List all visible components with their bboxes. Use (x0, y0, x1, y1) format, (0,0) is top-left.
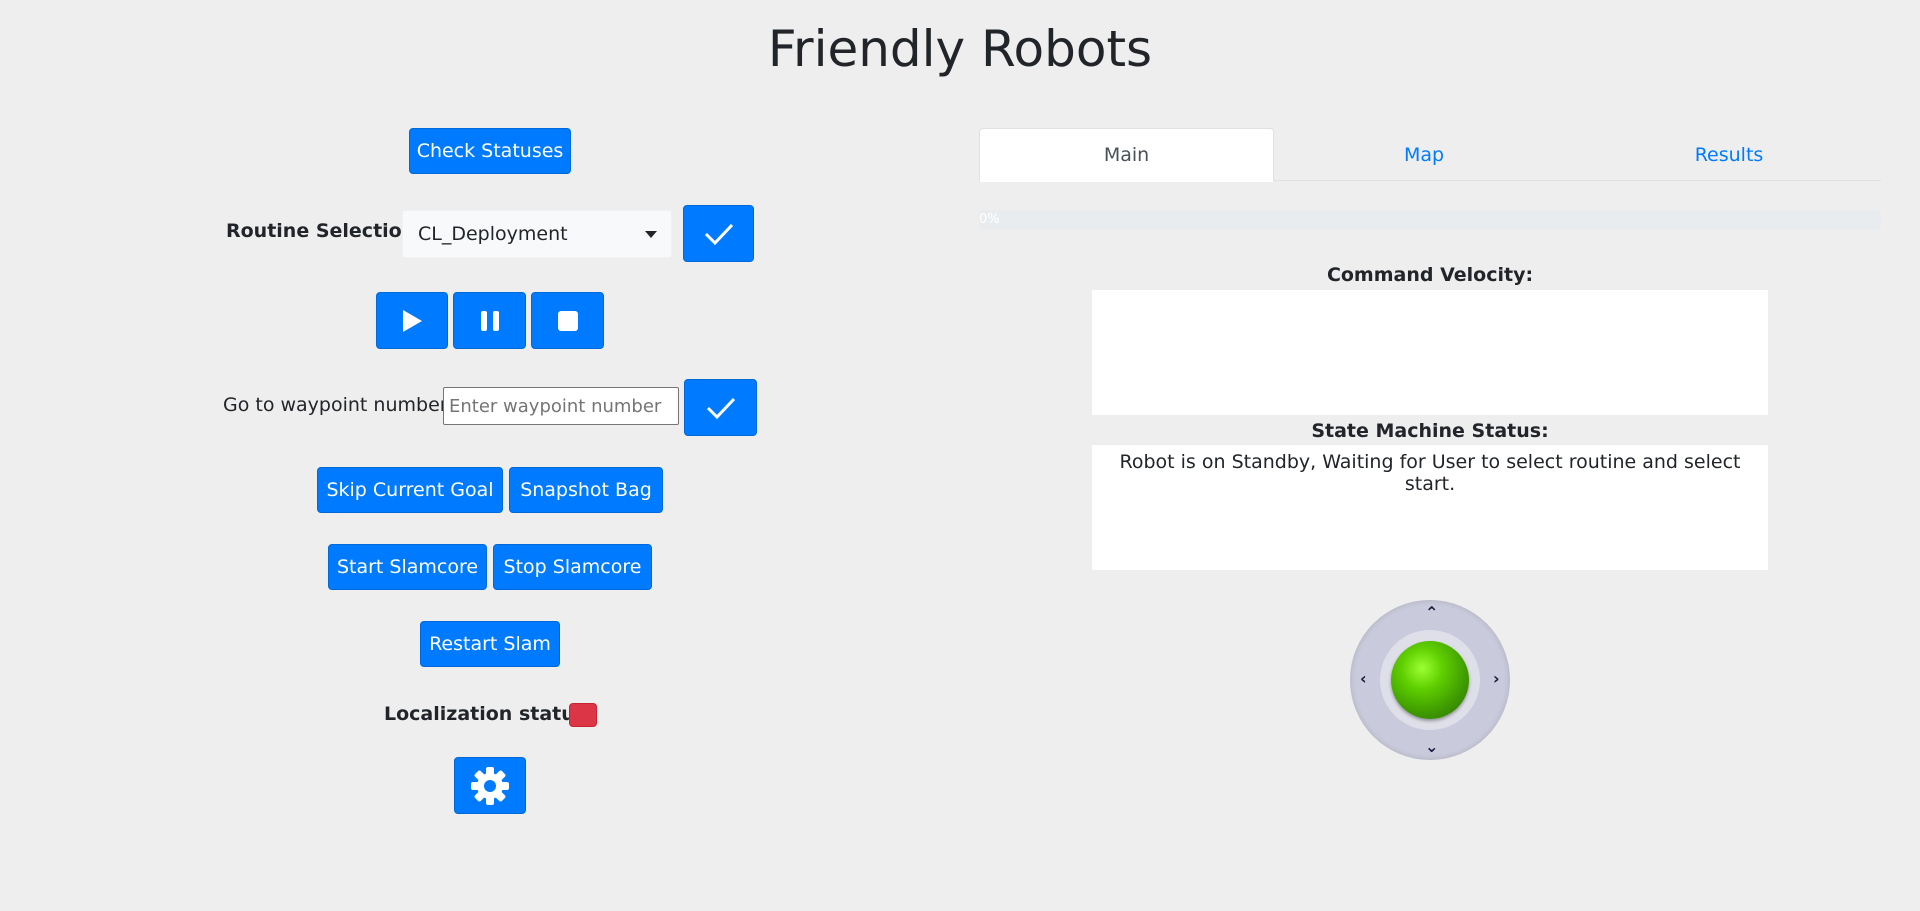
joystick[interactable]: ⌃ ⌄ ‹ › (1350, 600, 1510, 760)
stop-icon (557, 310, 578, 331)
skip-current-goal-button[interactable]: Skip Current Goal (317, 467, 503, 513)
waypoint-label: Go to waypoint number: (223, 394, 454, 416)
chevron-up-icon: ⌃ (1425, 603, 1439, 622)
stop-slamcore-button[interactable]: Stop Slamcore (493, 544, 652, 590)
stop-button[interactable] (531, 292, 604, 349)
tab-results[interactable]: Results (1694, 143, 1764, 166)
pause-button[interactable] (453, 292, 526, 349)
confirm-routine-button[interactable] (683, 205, 754, 262)
command-velocity-box (1092, 290, 1768, 415)
confirm-waypoint-button[interactable] (684, 379, 757, 436)
play-button[interactable] (376, 292, 448, 349)
play-icon (403, 309, 422, 332)
pause-icon (480, 310, 499, 331)
command-velocity-label: Command Velocity: (1326, 264, 1534, 286)
chevron-down-icon (645, 231, 657, 238)
routine-select-value: CL_Deployment (418, 223, 568, 245)
tab-map[interactable]: Map (1403, 143, 1445, 166)
state-machine-status-box: Robot is on Standby, Waiting for User to… (1092, 445, 1768, 570)
waypoint-input[interactable] (443, 387, 679, 425)
page-title: Friendly Robots (767, 20, 1153, 78)
chevron-down-icon: ⌄ (1425, 737, 1439, 756)
localization-status-indicator (569, 703, 597, 727)
check-icon (704, 223, 733, 245)
joystick-knob[interactable] (1391, 641, 1469, 719)
check-icon (706, 397, 735, 419)
routine-select[interactable]: CL_Deployment (402, 210, 672, 258)
snapshot-bag-button[interactable]: Snapshot Bag (509, 467, 663, 513)
progress-text: 0% (979, 212, 1000, 227)
check-statuses-button[interactable]: Check Statuses (409, 128, 571, 174)
chevron-left-icon: ‹ (1360, 669, 1367, 688)
start-slamcore-button[interactable]: Start Slamcore (328, 544, 487, 590)
settings-button[interactable] (454, 757, 526, 814)
restart-slam-button[interactable]: Restart Slam (420, 621, 560, 667)
gear-icon (471, 766, 509, 805)
chevron-right-icon: › (1493, 669, 1500, 688)
tab-main[interactable]: Main (979, 128, 1274, 182)
localization-status-label: Localization status: (384, 703, 594, 725)
progress-bar: 0% (979, 210, 1881, 230)
state-machine-status-label: State Machine Status: (1311, 420, 1549, 442)
routine-selection-label: Routine Selection: (226, 220, 423, 242)
tab-bar: Main Map Results (979, 128, 1881, 182)
